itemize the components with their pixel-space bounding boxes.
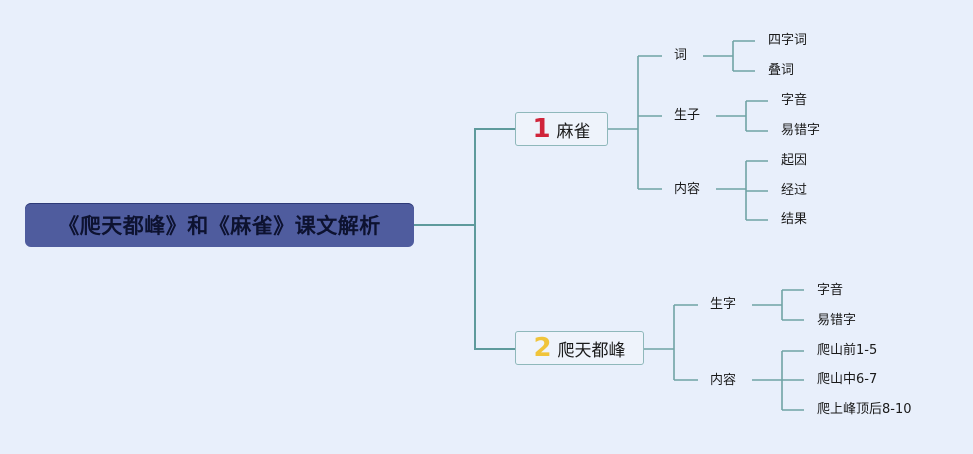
root-title: 《爬天都峰》和《麻雀》课文解析	[58, 214, 381, 238]
branch-number-2: 2	[533, 333, 552, 363]
connector-root-branch-2	[474, 225, 515, 350]
subtopic-pashangfengdinghou[interactable]: 爬上峰顶后8-10	[817, 402, 912, 417]
branch-label: 麻雀	[556, 121, 591, 142]
connector-root-branch-1	[474, 128, 515, 225]
branch-node-maque[interactable]: 1 麻雀	[515, 112, 608, 146]
subtopic-pashanzhong[interactable]: 爬山中6-7	[817, 372, 878, 387]
topic-ci[interactable]: 词	[674, 48, 688, 63]
branch-node-patiandufeng[interactable]: 2 爬天都峰	[515, 331, 644, 365]
topic-shengzi[interactable]: 生字	[710, 297, 737, 312]
subtopic-dieci[interactable]: 叠词	[768, 63, 795, 78]
topic-shengzi[interactable]: 生子	[674, 108, 701, 123]
subtopic-jieguo[interactable]: 结果	[781, 212, 808, 227]
subtopic-yicuozi[interactable]: 易错字	[817, 313, 857, 328]
subtopic-ziyin[interactable]: 字音	[817, 283, 844, 298]
subtopic-jingguo[interactable]: 经过	[781, 183, 808, 198]
topic-neirong[interactable]: 内容	[710, 373, 737, 388]
subtopic-ziyin[interactable]: 字音	[781, 93, 808, 108]
branch-label: 爬天都峰	[557, 340, 626, 361]
subtopic-pashanqian[interactable]: 爬山前1-5	[817, 343, 878, 358]
branch-number-1: 1	[532, 114, 551, 144]
topic-neirong[interactable]: 内容	[674, 182, 701, 197]
subtopic-yicuozi[interactable]: 易错字	[781, 123, 821, 138]
root-node[interactable]: 《爬天都峰》和《麻雀》课文解析	[25, 203, 414, 247]
subtopic-qiyin[interactable]: 起因	[781, 153, 808, 168]
subtopic-sizici[interactable]: 四字词	[768, 33, 808, 48]
